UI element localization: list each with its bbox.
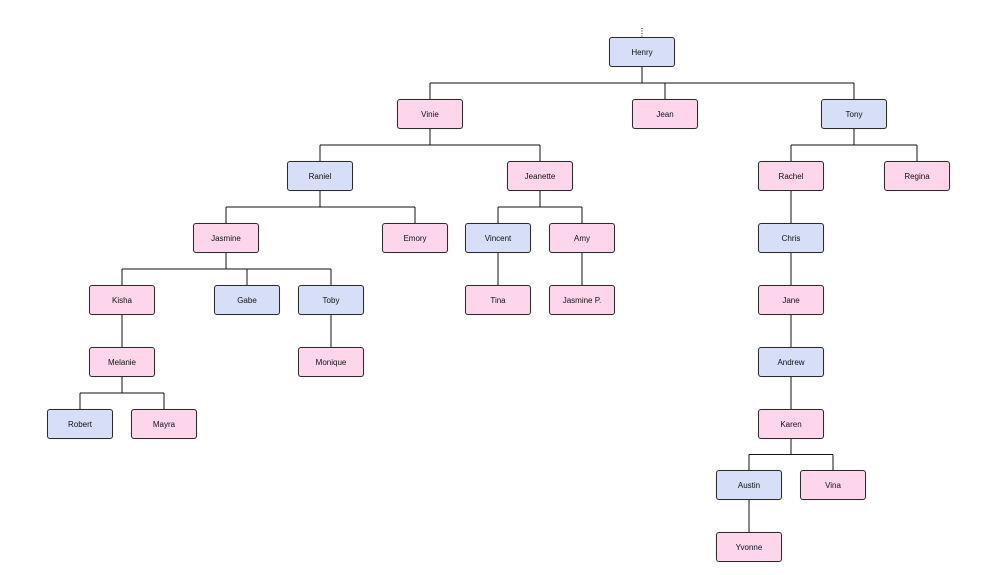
person-node-karen[interactable]: Karen xyxy=(758,409,824,439)
person-node-andrew[interactable]: Andrew xyxy=(758,347,824,377)
person-node-melanie[interactable]: Melanie xyxy=(89,347,155,377)
person-node-jean[interactable]: Jean xyxy=(632,99,698,129)
person-node-vincent[interactable]: Vincent xyxy=(465,223,531,253)
person-node-tony[interactable]: Tony xyxy=(821,99,887,129)
person-node-amy[interactable]: Amy xyxy=(549,223,615,253)
person-node-jeanette[interactable]: Jeanette xyxy=(507,161,573,191)
person-node-jane[interactable]: Jane xyxy=(758,285,824,315)
person-node-gabe[interactable]: Gabe xyxy=(214,285,280,315)
person-node-tina[interactable]: Tina xyxy=(465,285,531,315)
person-node-vinie[interactable]: Vinie xyxy=(397,99,463,129)
person-node-monique[interactable]: Monique xyxy=(298,347,364,377)
person-node-rachel[interactable]: Rachel xyxy=(758,161,824,191)
person-node-jasmine-p[interactable]: Jasmine P. xyxy=(549,285,615,315)
person-node-robert[interactable]: Robert xyxy=(47,409,113,439)
person-node-austin[interactable]: Austin xyxy=(716,470,782,500)
person-node-chris[interactable]: Chris xyxy=(758,223,824,253)
person-node-regina[interactable]: Regina xyxy=(884,161,950,191)
person-node-yvonne[interactable]: Yvonne xyxy=(716,532,782,562)
person-node-jasmine[interactable]: Jasmine xyxy=(193,223,259,253)
person-node-henry[interactable]: Henry xyxy=(609,37,675,67)
person-node-mayra[interactable]: Mayra xyxy=(131,409,197,439)
person-node-emory[interactable]: Emory xyxy=(382,223,448,253)
person-node-raniel[interactable]: Raniel xyxy=(287,161,353,191)
person-node-toby[interactable]: Toby xyxy=(298,285,364,315)
person-node-vina[interactable]: Vina xyxy=(800,470,866,500)
person-node-kisha[interactable]: Kisha xyxy=(89,285,155,315)
